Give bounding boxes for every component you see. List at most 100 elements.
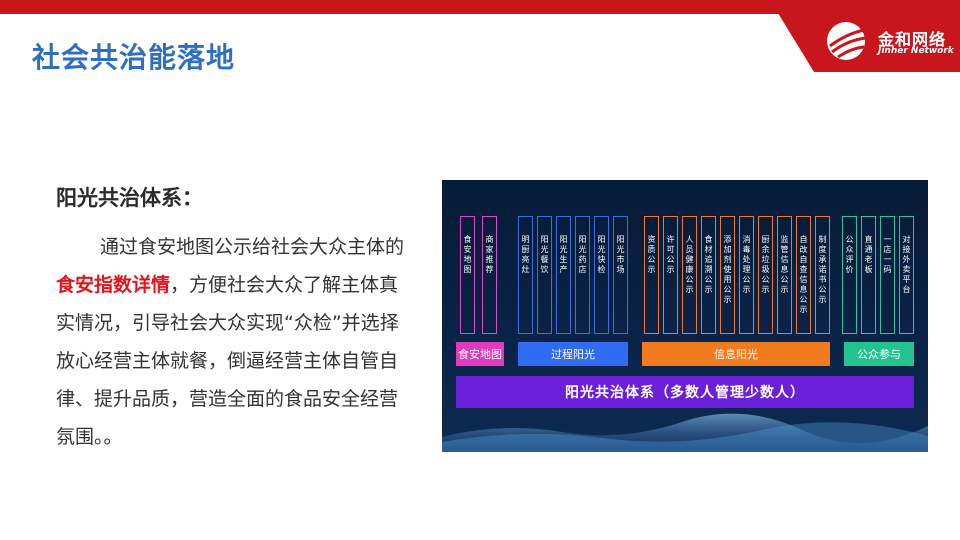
column-char: 用 bbox=[723, 275, 732, 284]
column-char: 剂 bbox=[723, 255, 732, 264]
column-char: 接 bbox=[902, 245, 911, 254]
column-label: 监管信息公示 bbox=[781, 235, 789, 295]
sunshine-governance-diagram: 食安地图 商家推荐 明厨亮灶 阳光餐饮 阳光生产 阳光药店 阳光快检 阳光市场 … bbox=[442, 180, 928, 452]
column-char: 改 bbox=[799, 245, 808, 254]
column-char: 理 bbox=[742, 265, 751, 274]
column-label: 对接外卖平台 bbox=[903, 235, 911, 295]
column-label: 一店一码 bbox=[884, 235, 892, 275]
column-char: 公 bbox=[647, 255, 656, 264]
column-char: 光 bbox=[540, 245, 549, 254]
column-char: 查 bbox=[799, 265, 808, 274]
column-char: 康 bbox=[685, 265, 694, 274]
column-char: 药 bbox=[578, 255, 587, 264]
column-char: 地 bbox=[463, 255, 472, 264]
column-char: 垃 bbox=[761, 255, 770, 264]
column-char: 价 bbox=[845, 265, 854, 274]
diagram-column: 食安地图 bbox=[460, 216, 475, 334]
column-label: 阳光生产 bbox=[560, 235, 568, 275]
brand-name: 金和网络 bbox=[878, 30, 947, 49]
column-label: 许可公示 bbox=[667, 235, 675, 275]
column-char: 生 bbox=[559, 255, 568, 264]
column-char: 承 bbox=[818, 255, 827, 264]
column-char: 息 bbox=[780, 265, 789, 274]
column-char: 通 bbox=[864, 245, 873, 254]
column-char: 光 bbox=[559, 245, 568, 254]
column-char: 老 bbox=[864, 255, 873, 264]
column-char: 光 bbox=[578, 245, 587, 254]
column-label: 阳光餐饮 bbox=[541, 235, 549, 275]
category-info-sunshine: 信息阳光 bbox=[642, 342, 830, 366]
column-label: 商家推荐 bbox=[486, 235, 494, 275]
column-char: 商 bbox=[485, 235, 494, 244]
diagram-column: 阳光市场 bbox=[613, 216, 628, 334]
column-char: 公 bbox=[685, 275, 694, 284]
column-label: 阳光药店 bbox=[579, 235, 587, 275]
diagram-column: 资质公示 bbox=[644, 216, 659, 334]
column-char: 店 bbox=[578, 265, 587, 274]
description-paragraph: 通过食安地图公示给社会大众主体的食安指数详情，方便社会大众了解主体真实情况，引导… bbox=[56, 228, 408, 456]
column-char: 许 bbox=[666, 235, 675, 244]
column-char: 使 bbox=[723, 265, 732, 274]
column-char: 板 bbox=[864, 265, 873, 274]
paragraph-text-a: 通过食安地图公示给社会大众主体的 bbox=[100, 236, 405, 258]
diagram-column: 阳光餐饮 bbox=[537, 216, 552, 334]
column-char: 诺 bbox=[818, 265, 827, 274]
column-char: 圾 bbox=[761, 265, 770, 274]
column-char: 示 bbox=[647, 265, 656, 274]
column-char: 光 bbox=[616, 245, 625, 254]
column-label: 消毒处理公示 bbox=[743, 235, 751, 295]
column-char: 码 bbox=[883, 265, 892, 274]
column-char: 示 bbox=[742, 285, 751, 294]
column-char: 阳 bbox=[559, 235, 568, 244]
column-char: 加 bbox=[723, 245, 732, 254]
column-char: 一 bbox=[883, 255, 892, 264]
column-char: 推 bbox=[485, 255, 494, 264]
column-char: 处 bbox=[742, 255, 751, 264]
column-char: 快 bbox=[597, 255, 606, 264]
diagram-column: 明厨亮灶 bbox=[518, 216, 533, 334]
column-char: 信 bbox=[780, 255, 789, 264]
column-char: 示 bbox=[780, 285, 789, 294]
diagram-column: 添加剂使用公示 bbox=[720, 216, 735, 334]
column-char: 阳 bbox=[540, 235, 549, 244]
column-char: 公 bbox=[666, 255, 675, 264]
column-char: 公 bbox=[761, 275, 770, 284]
column-char: 书 bbox=[818, 275, 827, 284]
column-char: 卖 bbox=[902, 265, 911, 274]
column-char: 直 bbox=[864, 235, 873, 244]
column-label: 食安地图 bbox=[464, 235, 472, 275]
column-char: 台 bbox=[902, 285, 911, 294]
column-label: 人员健康公示 bbox=[686, 235, 694, 295]
column-char: 饮 bbox=[540, 265, 549, 274]
column-char: 市 bbox=[616, 255, 625, 264]
column-char: 餐 bbox=[540, 255, 549, 264]
column-label: 资质公示 bbox=[648, 235, 656, 275]
diagram-column: 食材追溯公示 bbox=[701, 216, 716, 334]
column-char: 息 bbox=[799, 285, 808, 294]
column-char: 资 bbox=[647, 235, 656, 244]
column-label: 直通老板 bbox=[865, 235, 873, 275]
column-char: 追 bbox=[704, 255, 713, 264]
column-label: 明厨亮灶 bbox=[522, 235, 530, 275]
column-label: 厨余垃圾公示 bbox=[762, 235, 770, 295]
column-char: 荐 bbox=[485, 265, 494, 274]
column-char: 公 bbox=[845, 235, 854, 244]
category-public-participation: 公众参与 bbox=[844, 342, 914, 366]
column-char: 图 bbox=[463, 265, 472, 274]
category-process-sunshine: 过程阳光 bbox=[518, 342, 628, 366]
column-label: 阳光市场 bbox=[617, 235, 625, 275]
column-char: 食 bbox=[463, 235, 472, 244]
column-char: 阳 bbox=[616, 235, 625, 244]
column-char: 检 bbox=[597, 265, 606, 274]
column-char: 员 bbox=[685, 245, 694, 254]
column-char: 对 bbox=[902, 235, 911, 244]
column-char: 亮 bbox=[521, 255, 530, 264]
diagram-column: 制度承诺书公示 bbox=[815, 216, 830, 334]
column-char: 溯 bbox=[704, 265, 713, 274]
column-char: 示 bbox=[704, 285, 713, 294]
column-label: 制度承诺书公示 bbox=[819, 235, 827, 305]
column-char: 店 bbox=[883, 245, 892, 254]
column-char: 阳 bbox=[597, 235, 606, 244]
column-char: 自 bbox=[799, 235, 808, 244]
column-char: 阳 bbox=[578, 235, 587, 244]
